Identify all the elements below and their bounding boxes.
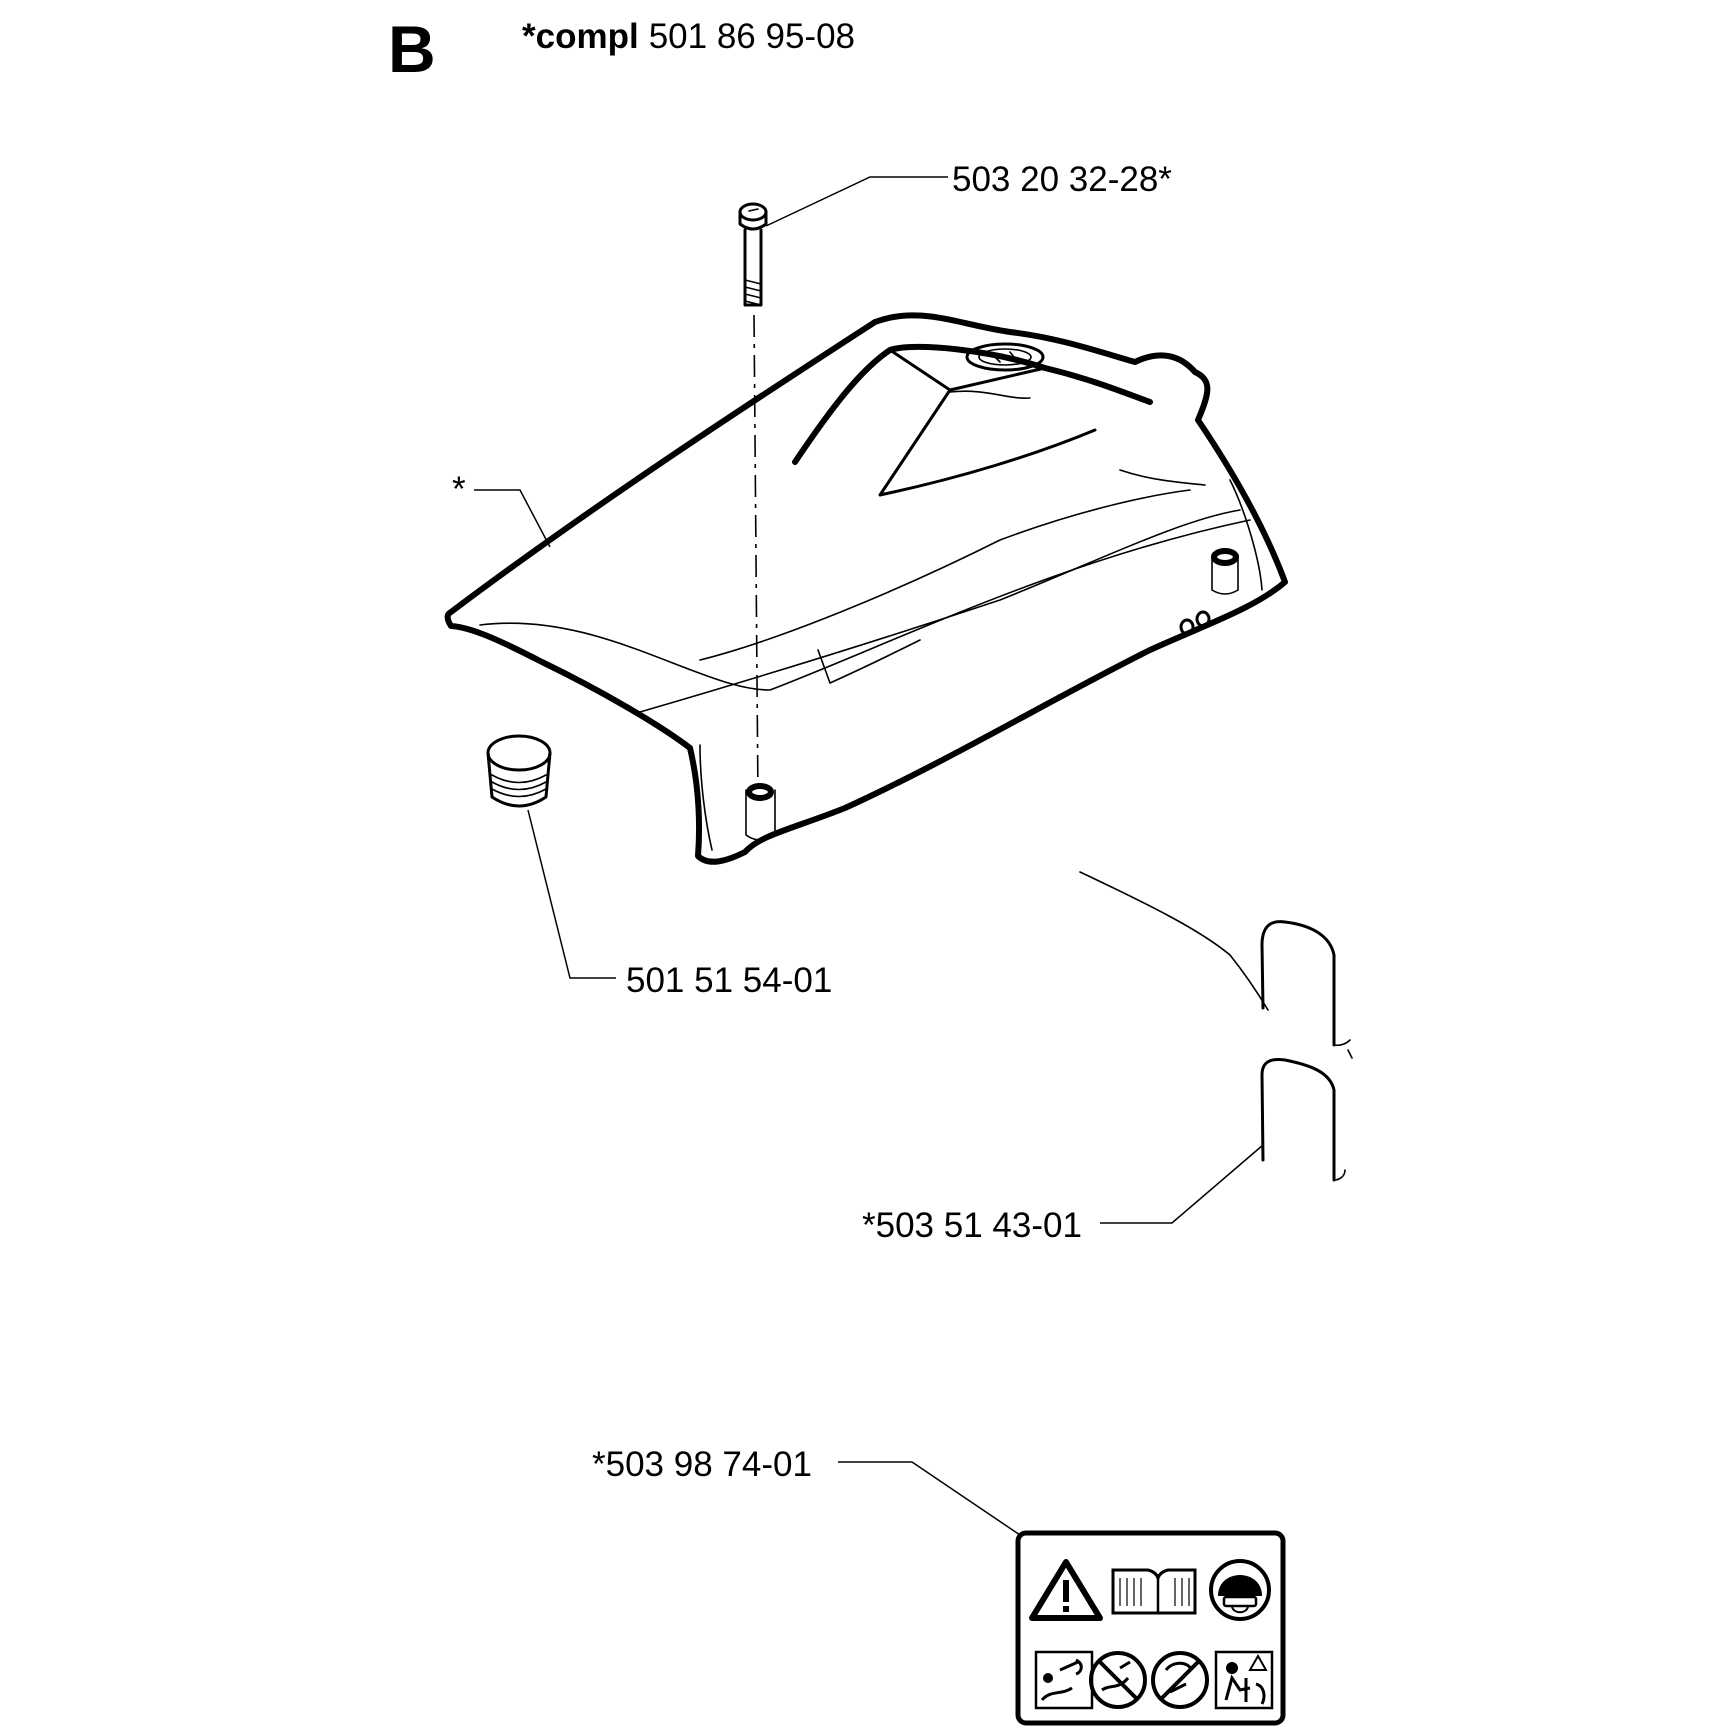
- plate-leader-line: [1100, 1144, 1264, 1224]
- manual-book-icon: [1111, 1568, 1197, 1615]
- screw-part-number[interactable]: 503 20 32-28*: [952, 160, 1172, 199]
- decal-leader-line: [838, 1461, 1021, 1536]
- plug-part[interactable]: [486, 734, 552, 808]
- kickback-icon: [1034, 1650, 1094, 1710]
- plug-leader-line: [527, 809, 616, 979]
- two-hand-operation-icon: [1214, 1650, 1274, 1710]
- screw-leader-line: [765, 176, 948, 227]
- section-letter: B: [388, 12, 436, 86]
- assembly-heading: *compl 501 86 95-08: [522, 17, 855, 56]
- plate-part-number[interactable]: *503 51 43-01: [862, 1206, 1082, 1245]
- kickback-zone-icon: [1151, 1651, 1209, 1709]
- plug-part-number[interactable]: 501 51 54-01: [626, 961, 832, 1000]
- cover-leader-line: [474, 489, 551, 548]
- assembly-axis-line: [753, 314, 759, 801]
- helmet-protection-icon: [1209, 1559, 1271, 1621]
- assembly-number: 501 86 95-08: [649, 17, 855, 56]
- warning-triangle-icon: [1029, 1559, 1103, 1621]
- cover-callout[interactable]: *: [452, 470, 466, 509]
- assembly-prefix: *compl: [522, 17, 639, 56]
- no-one-hand-icon: [1089, 1651, 1147, 1709]
- cover-part[interactable]: [444, 312, 1288, 865]
- screw-part[interactable]: [738, 202, 768, 307]
- decal-part-number[interactable]: *503 98 74-01: [592, 1445, 812, 1484]
- decal-part[interactable]: [1015, 1530, 1286, 1726]
- plate-part[interactable]: [1079, 871, 1353, 1182]
